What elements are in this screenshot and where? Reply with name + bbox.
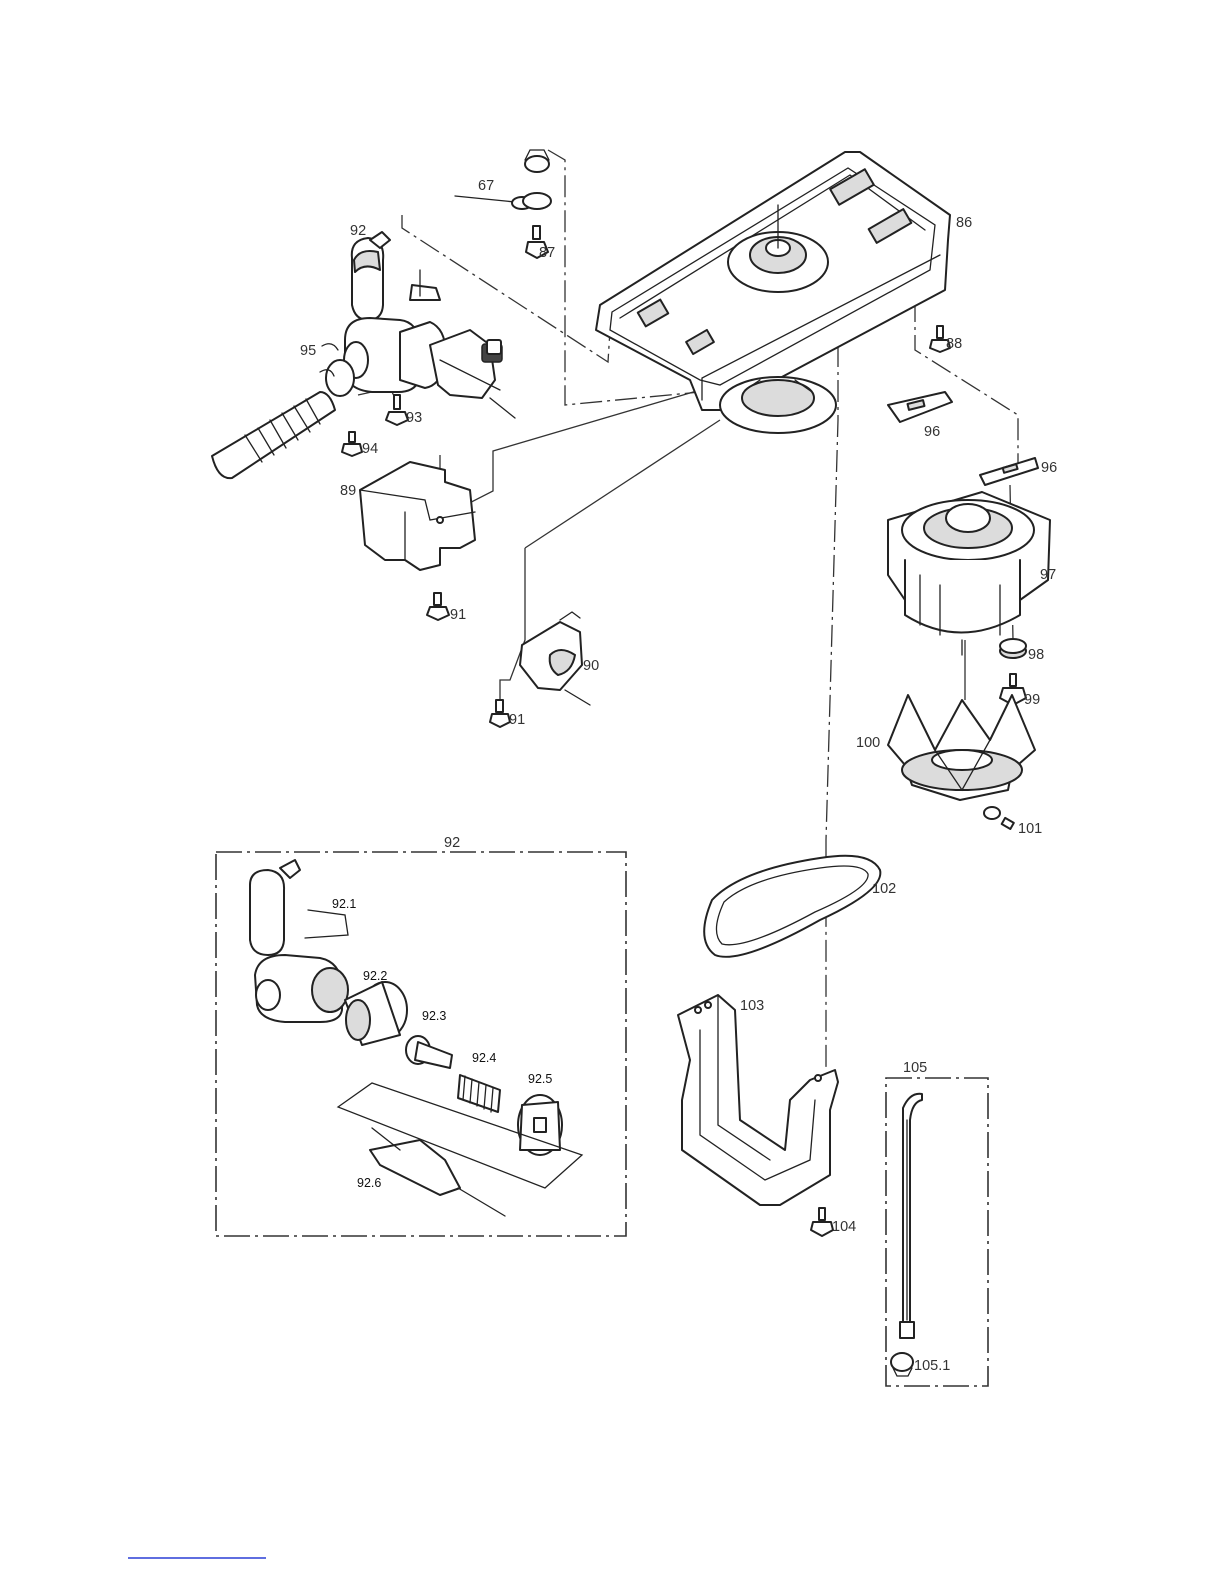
label-89: 89: [340, 483, 356, 499]
switch-90: [520, 612, 590, 705]
motor-bracket-103: [678, 995, 838, 1205]
label-93: 93: [406, 410, 422, 426]
label-96-b: 96: [1041, 460, 1057, 476]
inset-box-105: [886, 1078, 988, 1386]
nut-101: [984, 807, 1014, 829]
label-105: 105: [903, 1060, 927, 1076]
label-98: 98: [1028, 647, 1044, 663]
belt-102: [704, 856, 880, 957]
bracket-96-b: [980, 458, 1038, 485]
label-92-1: 92.1: [332, 897, 356, 911]
pump-cover-89: [360, 462, 475, 570]
label-97: 97: [1040, 567, 1056, 583]
label-91-a: 91: [450, 607, 466, 623]
screw-91-b: [490, 700, 510, 727]
label-87: 87: [539, 245, 555, 261]
label-105-1: 105.1: [914, 1358, 950, 1374]
label-92-6: 92.6: [357, 1176, 381, 1190]
label-67: 67: [478, 178, 494, 194]
screw-91-a: [427, 593, 449, 620]
label-103: 103: [740, 998, 764, 1014]
label-101: 101: [1018, 821, 1042, 837]
motor-97: [888, 492, 1050, 655]
label-99: 99: [1024, 692, 1040, 708]
label-91-b: 91: [509, 712, 525, 728]
screw-94: [342, 432, 362, 456]
label-92-4: 92.4: [472, 1051, 496, 1065]
inset-title-92: 92: [444, 835, 460, 851]
drain-hose: [212, 392, 335, 478]
lead-wire-67: [455, 150, 551, 258]
screw-104: [811, 1208, 833, 1236]
label-102: 102: [872, 881, 896, 897]
label-88: 88: [946, 336, 962, 352]
label-92-2: 92.2: [363, 969, 387, 983]
label-92-5: 92.5: [528, 1072, 552, 1086]
screw-93: [386, 395, 408, 425]
inset-box-92: [216, 852, 626, 1236]
bracket-96-a: [888, 392, 952, 422]
label-96-a: 96: [924, 424, 940, 440]
pulley-fan-100: [888, 695, 1035, 800]
label-95: 95: [300, 343, 316, 359]
drain-pump-92: [344, 232, 515, 418]
label-100: 100: [856, 735, 880, 751]
label-92-3: 92.3: [422, 1009, 446, 1023]
label-90: 90: [583, 658, 599, 674]
label-92: 92: [350, 223, 366, 239]
label-104: 104: [832, 1219, 856, 1235]
label-86: 86: [956, 215, 972, 231]
label-94: 94: [362, 441, 378, 457]
washer-98: [1000, 639, 1026, 658]
base-frame-86: [596, 152, 950, 433]
